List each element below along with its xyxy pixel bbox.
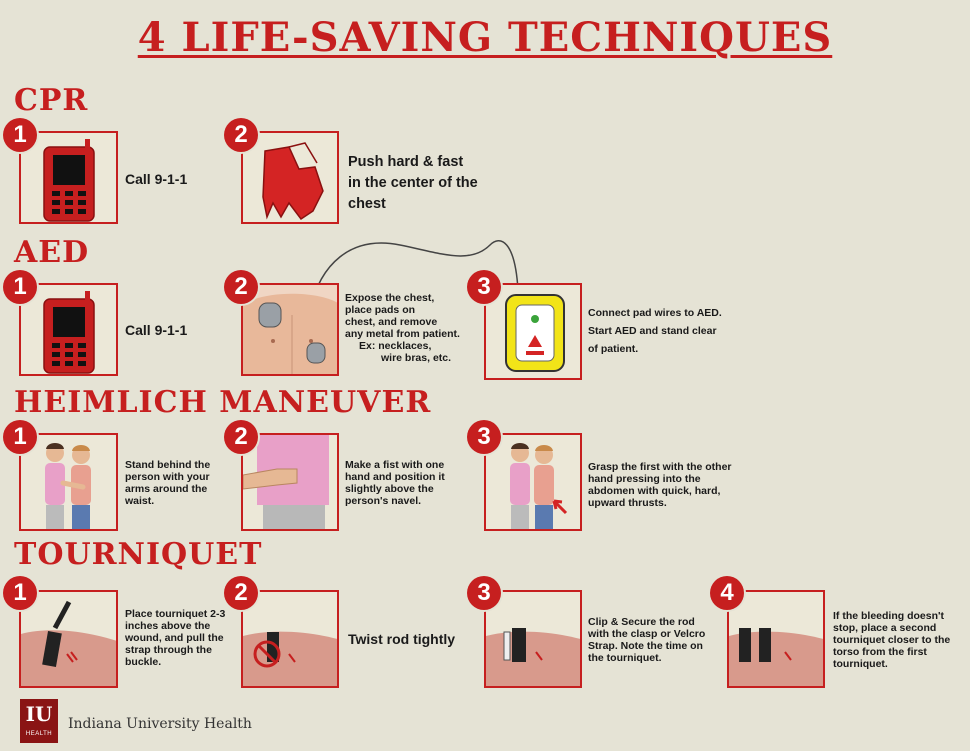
gloved-hands-icon <box>262 142 324 221</box>
cpr-step-2-image <box>241 131 339 224</box>
heimlich-step-3-text: Grasp the first with the other hand pres… <box>588 461 732 509</box>
tourniquet-step-3-text: Clip & Secure the rod with the clasp or … <box>588 616 706 664</box>
cpr-step-1-image <box>19 131 118 224</box>
page-title: 4 LIFE-SAVING TECHNIQUES <box>137 14 833 61</box>
aed-step-3-image <box>484 283 582 380</box>
tourniquet-step-2-text: Twist rod tightly <box>348 631 456 647</box>
section-heading-heimlich: HEIMLICH MANEUVER <box>14 385 432 420</box>
aed-step-3-text: Connect pad wires to AED. Start AED and … <box>588 307 722 355</box>
tourniquet-step-1-text: Place tourniquet 2-3 inches above the wo… <box>125 608 226 668</box>
cpr-step-2-text: Push hard & fast in the center of the ch… <box>348 154 478 212</box>
section-heading-cpr: CPR <box>14 83 89 118</box>
aed-pad-wire <box>309 240 519 311</box>
logo-mark: IU <box>25 702 53 726</box>
tourniquet-step-4-text: If the bleeding doesn't stop, place a se… <box>833 610 951 670</box>
cpr-step-1-text: Call 9-1-1 <box>125 171 188 187</box>
heimlich-step-2-text: Make a fist with one hand and position i… <box>345 459 445 507</box>
tourniquet-step-3-image <box>484 590 582 688</box>
heimlich-step-2-image <box>241 433 339 531</box>
twist-rod-icon <box>243 631 337 686</box>
step-number-badge: 1 <box>3 118 37 152</box>
bare-chest-icon <box>243 293 337 374</box>
step-number-badge: 3 <box>467 420 501 454</box>
secured-rod-icon <box>486 628 580 686</box>
heimlich-step-1-image <box>19 433 118 531</box>
step-number-badge: 4 <box>710 576 744 610</box>
step-number-badge: 2 <box>224 118 258 152</box>
tourniquet-step-2-image <box>241 590 339 688</box>
heimlich-people-icon <box>45 443 91 529</box>
heimlich-thrust-icon <box>510 443 568 529</box>
aed-device-icon <box>505 294 565 372</box>
step-number-badge: 2 <box>224 420 258 454</box>
phone-icon <box>43 139 95 222</box>
step-number-badge: 1 <box>3 270 37 304</box>
logo-sub: HEALTH <box>25 731 53 737</box>
step-number-badge: 1 <box>3 420 37 454</box>
section-heading-aed: AED <box>14 235 90 270</box>
heimlich-step-3-image <box>484 433 582 531</box>
arm-tourniquet-icon <box>21 600 116 686</box>
aed-step-1-image <box>19 283 118 376</box>
step-number-badge: 1 <box>3 576 37 610</box>
aed-step-1-text: Call 9-1-1 <box>125 322 188 338</box>
fist-abdomen-icon <box>243 435 329 529</box>
arrow-icon <box>552 499 568 515</box>
step-number-badge: 2 <box>224 270 258 304</box>
aed-pad-upper <box>258 302 282 328</box>
aed-step-2-text: Expose the chest, place pads on chest, a… <box>345 292 460 364</box>
section-heading-tourniquet: TOURNIQUET <box>14 537 263 572</box>
step-number-badge: 2 <box>224 576 258 610</box>
double-tourniquet-icon <box>729 628 823 686</box>
tourniquet-step-4-image <box>727 590 825 688</box>
heimlich-step-1-text: Stand behind the person with your arms a… <box>125 459 211 507</box>
iu-health-logo: IU HEALTH <box>20 699 58 743</box>
tourniquet-step-1-image <box>19 590 118 688</box>
step-number-badge: 3 <box>467 576 501 610</box>
aed-pad-lower <box>306 342 326 364</box>
phone-icon <box>43 291 95 374</box>
aed-step-2-image <box>241 283 339 376</box>
org-name: Indiana University Health <box>68 716 252 732</box>
step-number-badge: 3 <box>467 270 501 304</box>
